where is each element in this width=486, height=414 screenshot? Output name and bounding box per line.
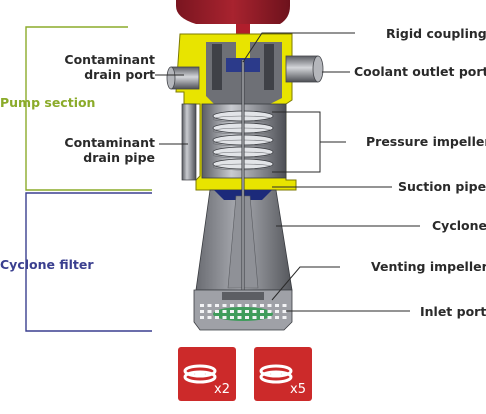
inlet-grid-hole xyxy=(268,316,272,319)
cyclone-label: Cyclone xyxy=(432,218,486,233)
inlet-grid-hole xyxy=(215,310,219,313)
inlet-grid-hole xyxy=(253,310,257,313)
venting-impeller-base xyxy=(194,290,292,330)
inlet-grid-hole xyxy=(230,304,234,307)
inlet-grid-hole xyxy=(208,304,212,307)
contaminant-drain-pipe xyxy=(182,104,196,180)
contaminant-drain-port-pipe xyxy=(167,67,199,89)
inlet-grid-hole xyxy=(253,304,257,307)
inlet-grid-hole xyxy=(283,316,287,319)
inlet-grid-hole xyxy=(283,304,287,307)
contaminant-drain-pipe-label: Contaminant drain pipe xyxy=(64,135,155,165)
coolant-outlet-port-label: Coolant outlet port xyxy=(354,64,486,79)
inlet-grid-hole xyxy=(245,310,249,313)
inlet-port-label: Inlet port xyxy=(420,304,486,319)
venting-impeller-label: Venting impeller xyxy=(371,259,486,274)
impeller-count-badge-2: x5 xyxy=(254,347,312,401)
inlet-grid-hole xyxy=(223,316,227,319)
impeller-multiplier: x5 xyxy=(290,383,306,397)
inlet-grid-hole xyxy=(268,310,272,313)
inlet-grid-hole xyxy=(238,310,242,313)
cyclone-filter-label: Cyclone filter xyxy=(0,257,94,272)
inlet-grid-hole xyxy=(230,310,234,313)
inlet-grid-hole xyxy=(268,304,272,307)
inlet-grid-hole xyxy=(260,316,264,319)
inlet-grid-hole xyxy=(275,304,279,307)
inlet-grid-hole xyxy=(215,304,219,307)
inlet-grid-hole xyxy=(238,316,242,319)
inlet-grid-hole xyxy=(200,310,204,313)
coolant-outlet-port-pipe xyxy=(286,56,323,82)
suction-pipe-label: Suction pipe xyxy=(398,179,486,194)
inlet-grid-hole xyxy=(245,304,249,307)
inlet-grid-hole xyxy=(200,304,204,307)
inlet-grid-hole xyxy=(245,316,249,319)
inlet-grid-hole xyxy=(238,304,242,307)
inlet-grid-hole xyxy=(230,316,234,319)
inlet-grid-hole xyxy=(200,316,204,319)
inlet-grid-hole xyxy=(275,310,279,313)
inlet-grid-hole xyxy=(208,316,212,319)
inlet-grid-hole xyxy=(215,316,219,319)
impeller-multiplier: x2 xyxy=(214,383,230,397)
inlet-grid-hole xyxy=(208,310,212,313)
impeller-count-badge-1: x2 xyxy=(178,347,236,401)
inlet-grid-hole xyxy=(253,316,257,319)
inlet-grid-hole xyxy=(223,304,227,307)
inlet-grid-hole xyxy=(223,310,227,313)
contaminant-drain-port-label: Contaminant drain port xyxy=(64,52,155,82)
inlet-grid-hole xyxy=(260,304,264,307)
inlet-grid-hole xyxy=(275,316,279,319)
inlet-grid-hole xyxy=(283,310,287,313)
pressure-impeller-label: Pressure impeller xyxy=(366,134,486,149)
rigid-coupling-label: Rigid coupling xyxy=(386,26,486,41)
pump-section-label: Pump section xyxy=(0,95,95,110)
inlet-grid-hole xyxy=(260,310,264,313)
